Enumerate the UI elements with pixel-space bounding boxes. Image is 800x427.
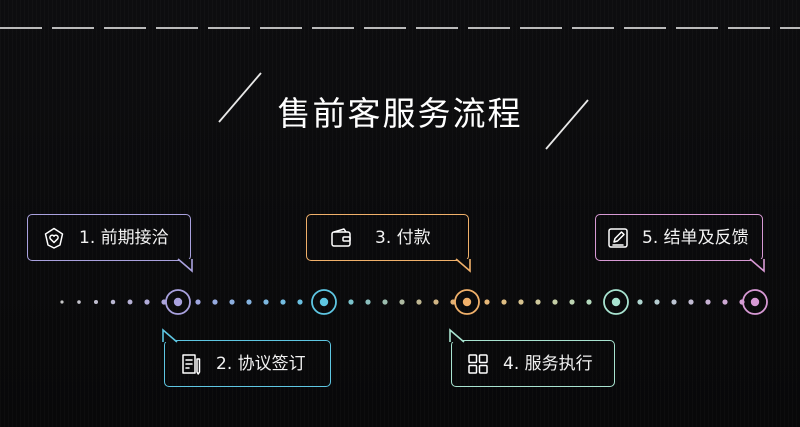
step-label: 5. 结单及反馈 [642,227,749,248]
step-card-5: 5. 结单及反馈 [595,214,765,273]
step-card-1: 1. 前期接洽 [27,214,193,273]
milestone-ring-4 [603,289,629,315]
timeline-dot [263,299,269,305]
document-pen-icon [179,352,203,376]
step-label: 1. 前期接洽 [79,227,169,248]
timeline-dot [552,299,558,305]
page-title: 售前客服务流程 [277,94,523,133]
milestone-dot-2 [319,297,329,307]
timeline-dot [60,300,64,304]
timeline-dot [535,299,541,305]
timeline-dot [688,299,694,305]
timeline-dot [501,299,507,305]
timeline-dot [518,299,524,305]
timeline-dot [280,299,286,305]
timeline-dot [144,299,150,305]
step-card-4: 4. 服务执行 [449,328,615,387]
milestone-dot-4 [611,297,621,307]
milestone-dot-5 [750,297,760,307]
title-slash-right [545,72,589,150]
callout-tail [455,258,471,273]
timeline-dot [93,299,99,305]
timeline-dot [110,299,116,305]
timeline-dot [484,299,490,305]
milestone-ring-2 [311,289,337,315]
milestone-ring-1 [165,289,191,315]
milestone-dot-3 [462,297,472,307]
timeline-dot [433,299,439,305]
timeline-dot [365,299,371,305]
timeline-dot [195,299,201,305]
milestone-ring-3 [454,289,480,315]
step-label: 3. 付款 [375,227,431,248]
edit-note-icon [606,226,630,250]
milestone-dot-1 [173,297,183,307]
timeline-dot [127,299,133,305]
timeline-dot [77,300,81,304]
timeline-dot [654,299,660,305]
timeline-dot [297,299,303,305]
top-dashed-border [0,27,800,29]
callout-tail [749,258,765,273]
timeline-dot [212,299,218,305]
heart-shield-icon [42,226,66,250]
wallet-icon [329,226,353,250]
timeline-dot [399,299,405,305]
timeline [60,289,768,315]
title-slash-left [218,72,262,150]
timeline-dot [416,299,422,305]
callout-tail [162,328,178,343]
step-label: 2. 协议签订 [216,353,306,374]
callout-tail [177,258,193,273]
step-label: 4. 服务执行 [503,353,593,374]
step-card-2: 2. 协议签订 [162,328,331,387]
grid-squares-icon [466,352,490,376]
timeline-dot [382,299,388,305]
timeline-dot [229,299,235,305]
timeline-dot [671,299,677,305]
timeline-dot [246,299,252,305]
timeline-dot [705,299,711,305]
timeline-dot [637,299,643,305]
timeline-dot [569,299,575,305]
step-card-3: 3. 付款 [306,214,471,273]
timeline-dot [348,299,354,305]
timeline-dot [722,299,728,305]
timeline-dot [586,299,592,305]
milestone-ring-5 [742,289,768,315]
callout-tail [449,328,465,343]
